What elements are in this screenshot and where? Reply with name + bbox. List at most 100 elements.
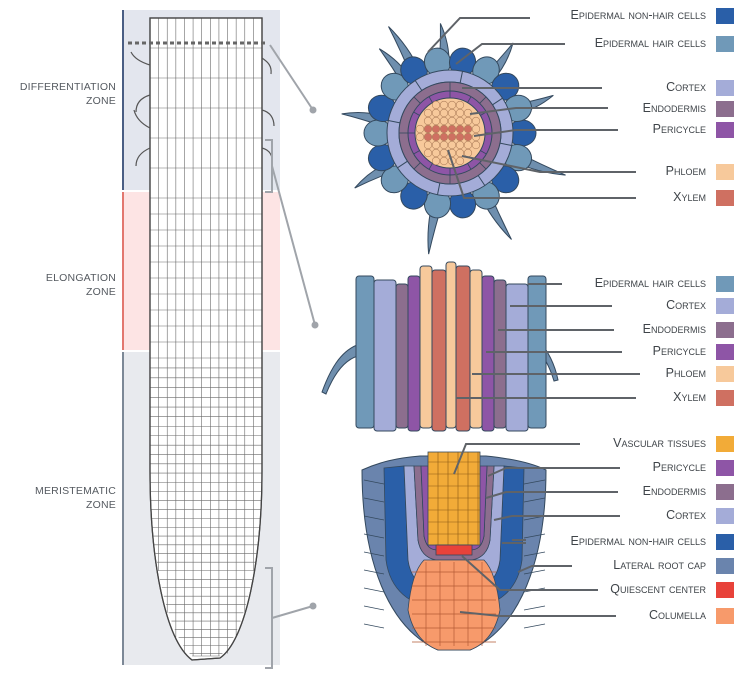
phloem-cell (440, 101, 448, 109)
legend-label: Cortex (506, 80, 706, 94)
legend-label: Pericycle (506, 122, 706, 136)
phloem-cell (448, 141, 456, 149)
xylem-cell (464, 133, 472, 141)
phloem-cell (440, 109, 448, 117)
phloem-cell (464, 117, 472, 125)
legend-label: Vascular tissues (506, 436, 706, 450)
xylem-cell (432, 125, 440, 133)
elongation-zone-bar (122, 192, 124, 350)
phloem-cell (472, 141, 480, 149)
long-strip-pericycle (482, 276, 494, 431)
legend-label: Cortex (506, 298, 706, 312)
legend-swatch (716, 101, 734, 117)
legend-swatch (716, 460, 734, 476)
long-strip-endodermis (396, 284, 408, 428)
legend-label: Endodermis (506, 484, 706, 498)
phloem-cell (440, 141, 448, 149)
xylem-cell (448, 125, 456, 133)
xylem-cell (456, 133, 464, 141)
phloem-cell (456, 157, 464, 165)
legend-label: Epidermal hair cells (506, 276, 706, 290)
legend-label: Xylem (506, 390, 706, 404)
xylem-cell (424, 133, 432, 141)
phloem-cell (424, 149, 432, 157)
legend-swatch (716, 164, 734, 180)
legend-swatch (716, 344, 734, 360)
long-strip-xylem (432, 270, 446, 431)
phloem-cell (464, 149, 472, 157)
differentiation-zone-bar (122, 10, 124, 190)
phloem-cell (456, 117, 464, 125)
legend-label: Xylem (506, 190, 706, 204)
phloem-cell (464, 141, 472, 149)
legend-swatch (716, 298, 734, 314)
legend-swatch (716, 582, 734, 598)
phloem-cell (416, 133, 424, 141)
xylem-cell (424, 125, 432, 133)
long-strip-phloem (420, 266, 432, 428)
xylem-cell (456, 125, 464, 133)
cell-wall (524, 624, 545, 628)
phloem-cell (432, 117, 440, 125)
legend-label: Endodermis (506, 322, 706, 336)
phloem-cell (432, 157, 440, 165)
phloem-cell (424, 117, 432, 125)
root-tip-vascular-tissues (428, 452, 480, 545)
phloem-cell (456, 141, 464, 149)
long-strip-phloem (470, 270, 482, 428)
phloem-cell (448, 117, 456, 125)
phloem-cell (456, 109, 464, 117)
phloem-cell (440, 117, 448, 125)
legend-swatch (716, 534, 734, 550)
phloem-cell (432, 149, 440, 157)
xylem-cell (440, 125, 448, 133)
cross-section (342, 23, 566, 254)
connector-dot (310, 603, 317, 610)
legend-label: Epidermal non-hair cells (506, 8, 706, 22)
legend-swatch (716, 122, 734, 138)
legend-label: Epidermal non-hair cells (506, 534, 706, 548)
legend-swatch (716, 508, 734, 524)
phloem-cell (432, 141, 440, 149)
legend-swatch (716, 608, 734, 624)
long-strip-phloem (446, 262, 456, 428)
legend-label: Cortex (506, 508, 706, 522)
legend-label: Quiescent center (506, 582, 706, 596)
xylem-cell (464, 125, 472, 133)
legend-label: Phloem (506, 164, 706, 178)
legend-swatch (716, 366, 734, 382)
legend-swatch (716, 36, 734, 52)
xylem-cell (440, 133, 448, 141)
phloem-cell (432, 109, 440, 117)
legend-swatch (716, 558, 734, 574)
long-strip-pericycle (408, 276, 420, 431)
cell-wall (364, 606, 384, 610)
legend-swatch (716, 190, 734, 206)
cell-wall (364, 624, 384, 628)
phloem-cell (432, 101, 440, 109)
phloem-cell (448, 109, 456, 117)
xylem-cell (432, 133, 440, 141)
legend-label: Columella (506, 608, 706, 622)
legend-swatch (716, 276, 734, 292)
long-hair-left (322, 345, 358, 394)
connector-dot (312, 322, 319, 329)
long-strip-cortex (374, 280, 396, 431)
legend-label: Phloem (506, 366, 706, 380)
legend-label: Pericycle (506, 460, 706, 474)
phloem-cell (424, 141, 432, 149)
connector-dot (310, 107, 317, 114)
long-strip-xylem (456, 266, 470, 431)
legend-swatch (716, 484, 734, 500)
long-strip-epidermal_hair (356, 276, 374, 428)
root-tip-quiescent-center (436, 545, 472, 555)
phloem-cell (440, 157, 448, 165)
phloem-cell (456, 101, 464, 109)
phloem-cell (448, 101, 456, 109)
xylem-cell (448, 133, 456, 141)
phloem-cell (440, 149, 448, 157)
legend-swatch (716, 436, 734, 452)
legend-label: Epidermal hair cells (506, 36, 706, 50)
legend-label: Pericycle (506, 344, 706, 358)
legend-swatch (716, 80, 734, 96)
